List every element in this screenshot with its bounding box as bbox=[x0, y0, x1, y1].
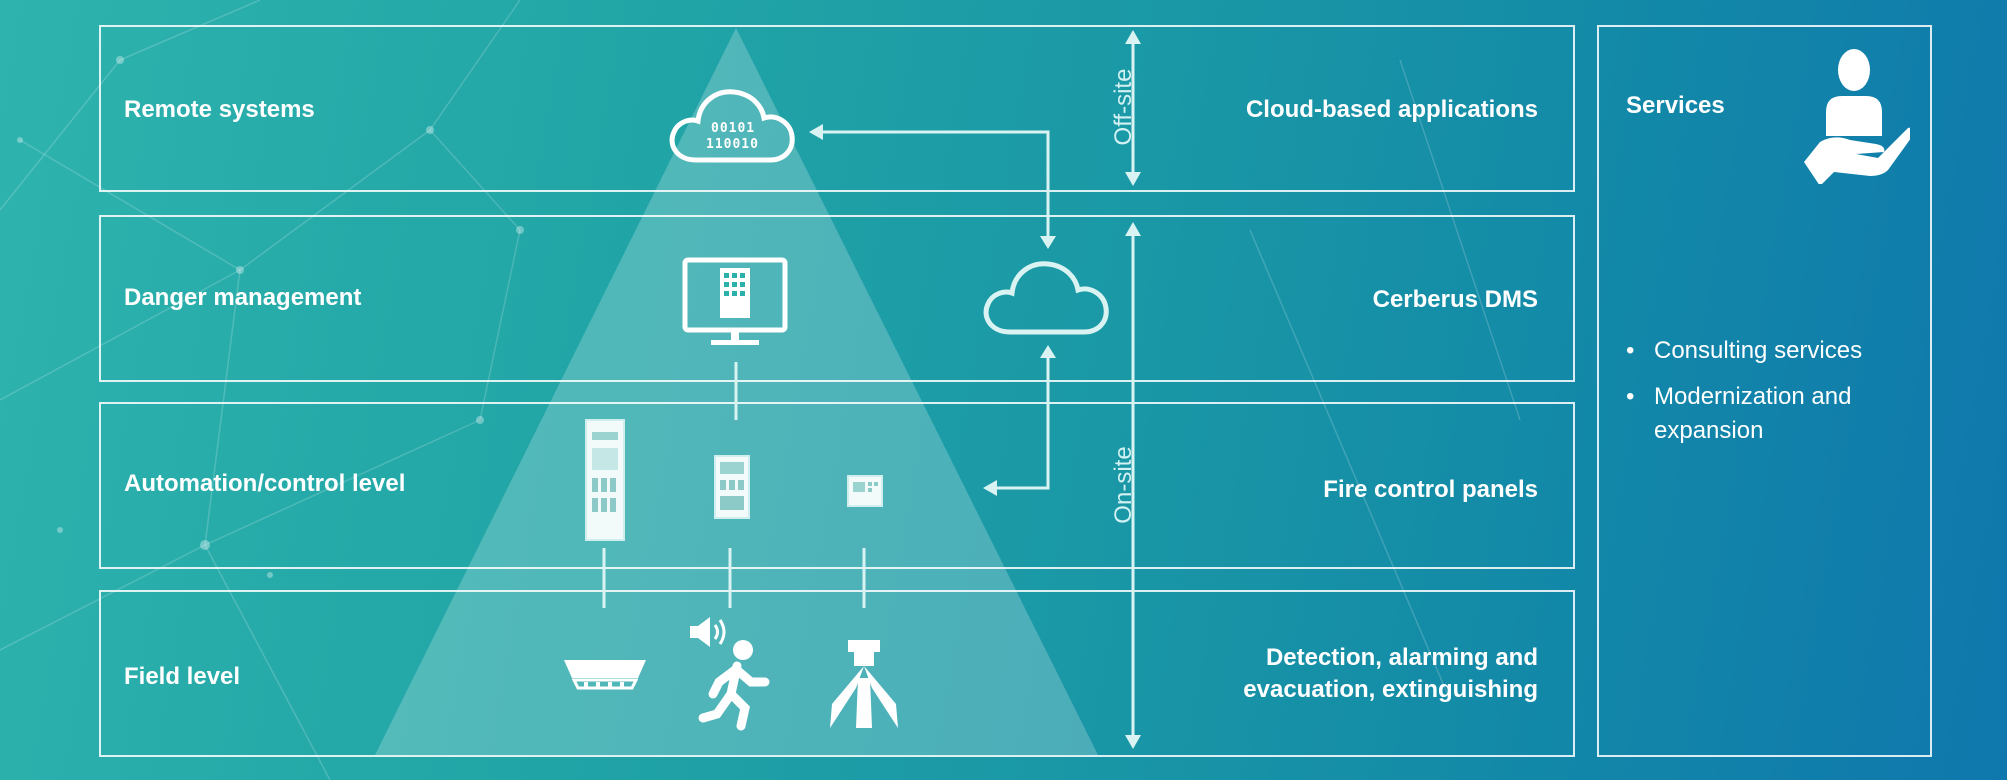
layer-field-level bbox=[99, 590, 1575, 757]
layer-label-cerberus-dms: Cerberus DMS bbox=[1372, 286, 1538, 313]
monitor-icon bbox=[682, 257, 788, 345]
layer-label-fire-control-panels: Fire control panels bbox=[1323, 476, 1538, 503]
speaker-icon bbox=[690, 617, 726, 647]
services-list: Consulting services Modernization and ex… bbox=[1626, 334, 1904, 460]
cloud-binary-text-1: 00101 bbox=[711, 121, 756, 136]
layer-label-detection-line2: evacuation, extinguishing bbox=[1243, 676, 1538, 703]
cloud-binary-icon bbox=[669, 89, 795, 163]
layer-danger-management bbox=[99, 215, 1575, 382]
layer-label-danger-management: Danger management bbox=[124, 284, 362, 311]
services-item-modernization: Modernization and expansion bbox=[1626, 380, 1904, 448]
running-person-icon bbox=[698, 640, 770, 731]
layer-automation-control bbox=[99, 402, 1575, 569]
layer-label-detection-line1: Detection, alarming and bbox=[1265, 644, 1538, 671]
layer-label-automation-control: Automation/control level bbox=[124, 470, 406, 497]
services-title: Services bbox=[1626, 92, 1725, 119]
fire-panel-small-icon bbox=[847, 475, 883, 507]
hand-person-icon bbox=[1804, 49, 1910, 184]
sprinkler-icon bbox=[830, 640, 898, 728]
fire-panel-large-icon bbox=[585, 419, 625, 541]
fire-panel-medium-icon bbox=[714, 455, 750, 519]
services-item-consulting: Consulting services bbox=[1626, 334, 1904, 368]
smoke-detector-icon bbox=[564, 660, 646, 690]
layer-label-cloud-applications: Cloud-based applications bbox=[1245, 96, 1538, 123]
layer-remote-systems bbox=[99, 25, 1575, 192]
layer-label-field-level: Field level bbox=[124, 663, 241, 690]
cloud-binary-text-2: 110010 bbox=[706, 137, 759, 152]
layer-label-remote-systems: Remote systems bbox=[124, 96, 315, 123]
services-panel bbox=[1597, 25, 1932, 757]
cloud-outline-icon bbox=[983, 261, 1109, 335]
